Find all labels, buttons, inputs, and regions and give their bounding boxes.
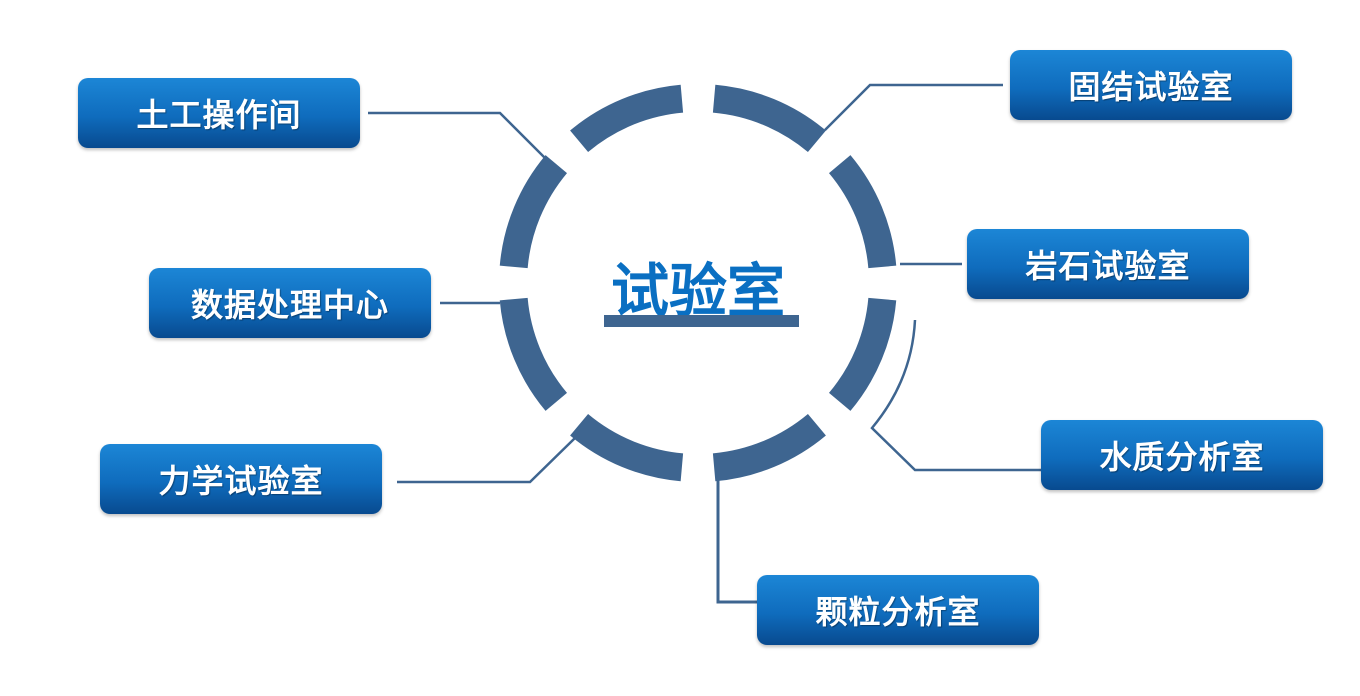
node-water-quality-room[interactable]: 水质分析室 [1041, 420, 1323, 490]
ring-segment [828, 155, 897, 269]
node-rock-lab[interactable]: 岩石试验室 [967, 229, 1249, 299]
segmented-ring [499, 84, 897, 482]
connector-mechanics-lab [397, 437, 576, 484]
ring-segment [712, 84, 826, 153]
connector-soil-operation-room [368, 111, 546, 159]
ring-segment [499, 155, 568, 269]
connector-water-quality-room [870, 319, 1041, 472]
ring-segment [570, 413, 684, 482]
node-particle-analysis-room[interactable]: 颗粒分析室 [757, 575, 1039, 645]
node-mechanics-lab[interactable]: 力学试验室 [100, 444, 382, 514]
connector-particle-analysis-room [716, 480, 757, 604]
ring-segment [712, 413, 826, 482]
ring-segment [570, 84, 684, 153]
node-consolidation-lab[interactable]: 固结试验室 [1010, 50, 1292, 120]
connector-consolidation-lab [824, 83, 1003, 131]
center-title: 试验室 [610, 257, 785, 325]
ring-segment [499, 297, 568, 411]
ring-segment [828, 297, 897, 411]
center-underline [604, 315, 799, 327]
node-soil-operation-room[interactable]: 土工操作间 [78, 78, 360, 148]
node-data-processing-center[interactable]: 数据处理中心 [149, 268, 431, 338]
